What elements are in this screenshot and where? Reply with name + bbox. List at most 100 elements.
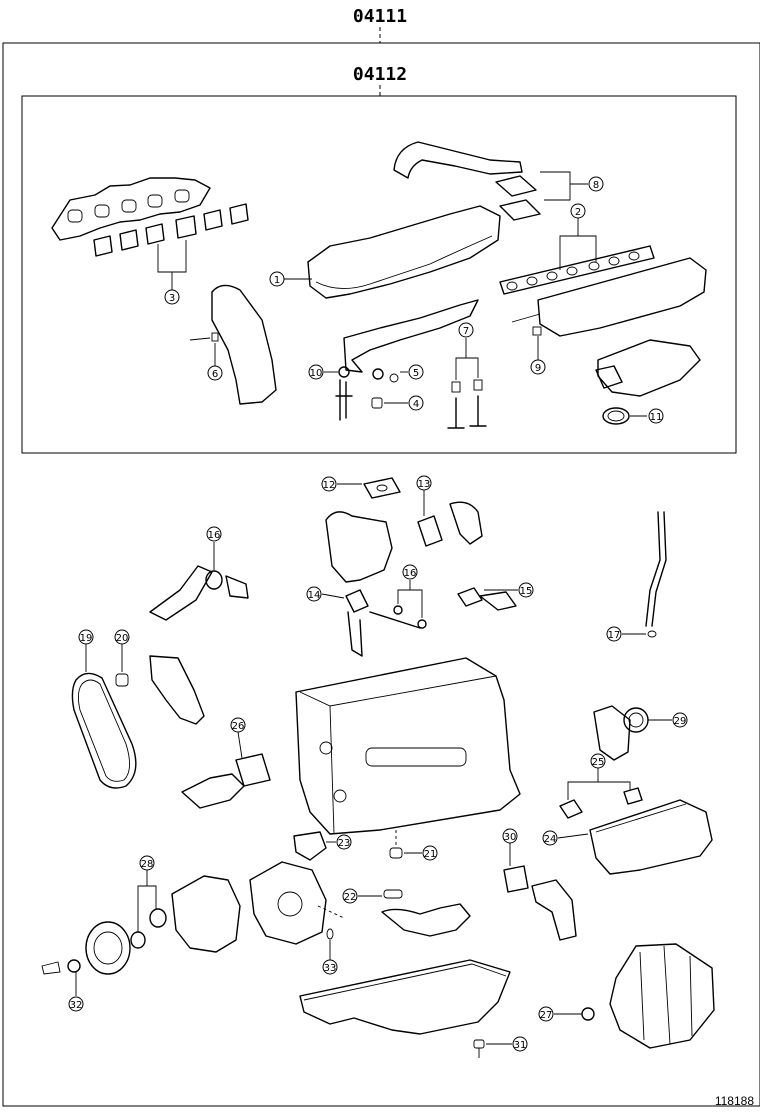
stud-intake-drawing — [511, 313, 541, 323]
callout-31[interactable]: 31 — [512, 1036, 528, 1052]
callout-1[interactable]: 1 — [269, 271, 285, 287]
o-ring-16b-drawing — [417, 619, 427, 629]
callout-23[interactable]: 23 — [336, 834, 352, 850]
gasket-13-drawing — [417, 515, 443, 547]
washer-6-drawing — [211, 332, 219, 342]
callout-25[interactable]: 25 — [590, 753, 606, 769]
callout-9[interactable]: 9 — [530, 359, 546, 375]
svg-text:13: 13 — [418, 479, 431, 490]
water-hose-18-drawing — [149, 565, 213, 621]
dipstick-tube-drawing — [645, 511, 667, 627]
water-pump-drawing — [325, 511, 393, 583]
callout-29[interactable]: 29 — [672, 712, 688, 728]
dipstick-guide-drawing — [335, 379, 353, 421]
seal-28b-drawing — [149, 908, 167, 928]
callout-28[interactable]: 28 — [139, 855, 155, 871]
svg-text:5: 5 — [413, 368, 419, 379]
svg-text:19: 19 — [80, 633, 93, 644]
callout-8[interactable]: 8 — [588, 176, 604, 192]
callout-5[interactable]: 5 — [408, 364, 424, 380]
bolt-32-drawing — [41, 961, 61, 975]
cylinder-block-drawing — [295, 657, 521, 835]
callout-19[interactable]: 19 — [78, 629, 94, 645]
seal-retainer-drawing — [593, 705, 631, 761]
oil-pan-drawing — [299, 959, 511, 1035]
callout-16-bracket — [397, 589, 423, 618]
callout-24[interactable]: 24 — [542, 830, 558, 846]
callout-17[interactable]: 17 — [606, 626, 622, 642]
fitting-18-drawing — [225, 575, 249, 599]
intake-pipe-drawing — [393, 141, 523, 179]
oil-seal-29-drawing — [623, 707, 649, 733]
oil-strainer-drawing — [381, 903, 471, 937]
gasket-25b-drawing — [623, 787, 643, 805]
svg-text:10: 10 — [310, 368, 323, 379]
svg-text:20: 20 — [116, 633, 129, 644]
svg-text:7: 7 — [463, 326, 469, 337]
callout-27[interactable]: 27 — [538, 1006, 554, 1022]
callout-33[interactable]: 33 — [322, 959, 338, 975]
kit-outer-frame — [2, 42, 760, 1107]
svg-text:28: 28 — [141, 859, 154, 870]
svg-text:6: 6 — [212, 369, 218, 380]
svg-text:21: 21 — [424, 849, 437, 860]
exhaust-manifold-gasket-drawing — [51, 177, 211, 241]
svg-text:3: 3 — [169, 293, 175, 304]
gasket-14-drawing — [345, 589, 369, 613]
callout-11[interactable]: 11 — [648, 408, 664, 424]
callout-21[interactable]: 21 — [422, 845, 438, 861]
seal-20-drawing — [115, 673, 129, 687]
callout-7[interactable]: 7 — [458, 322, 474, 338]
callout-3[interactable]: 3 — [164, 289, 180, 305]
callout-26[interactable]: 26 — [230, 717, 246, 733]
svg-text:31: 31 — [514, 1040, 527, 1051]
plug-21-drawing — [389, 847, 403, 859]
o-ring-27-drawing — [581, 1007, 595, 1021]
gasket-23-drawing — [293, 831, 327, 861]
callout-7-bracket — [455, 357, 479, 380]
transmission-drawing — [609, 943, 715, 1049]
callout-30[interactable]: 30 — [502, 828, 518, 844]
water-outlet-drawing — [449, 501, 483, 545]
grommet-9-drawing — [532, 326, 542, 336]
callout-2-bracket — [559, 235, 597, 270]
callout-25-bracket — [567, 781, 631, 800]
bolt-6-drawing — [189, 337, 211, 341]
seal-32-drawing — [67, 959, 81, 973]
gasket-8b-drawing — [499, 199, 541, 221]
drain-gasket-31-drawing — [473, 1039, 485, 1049]
oil-seal-11-drawing — [602, 407, 630, 425]
callout-14[interactable]: 14 — [306, 586, 322, 602]
kit-label-04112[interactable]: 04112 — [353, 64, 407, 85]
front-cover-drawing — [171, 875, 241, 953]
gasket-15-drawing — [457, 587, 483, 607]
callout-22[interactable]: 22 — [342, 888, 358, 904]
callout-12[interactable]: 12 — [321, 476, 337, 492]
callout-10[interactable]: 10 — [308, 364, 324, 380]
svg-text:16: 16 — [404, 568, 417, 579]
oil-hose-30-drawing — [531, 879, 577, 941]
callout-4[interactable]: 4 — [408, 395, 424, 411]
callout-2[interactable]: 2 — [570, 203, 586, 219]
figure-id: 118188 — [714, 1094, 754, 1108]
kit-label-04111[interactable]: 04111 — [353, 6, 407, 27]
svg-text:30: 30 — [504, 832, 517, 843]
callout-18[interactable]: 16 — [206, 526, 222, 542]
callout-20[interactable]: 20 — [114, 629, 130, 645]
callout-15[interactable]: 15 — [518, 582, 534, 598]
valve-stem-seal-4-drawing — [371, 397, 383, 409]
callout-32[interactable]: 32 — [68, 996, 84, 1012]
callout-6[interactable]: 6 — [207, 365, 223, 381]
svg-text:26: 26 — [232, 721, 245, 732]
callout-16[interactable]: 16 — [402, 564, 418, 580]
callout-13[interactable]: 13 — [416, 475, 432, 491]
seal-22-drawing — [383, 889, 403, 899]
svg-text:15: 15 — [520, 586, 533, 597]
throttle-gasket-drawing — [595, 365, 623, 389]
callout-3-bracket — [157, 240, 187, 273]
svg-text:22: 22 — [344, 892, 357, 903]
svg-text:27: 27 — [540, 1010, 553, 1021]
seal-10-drawing — [338, 366, 350, 378]
timing-cover-outer-drawing — [149, 655, 205, 725]
svg-text:2: 2 — [575, 207, 581, 218]
